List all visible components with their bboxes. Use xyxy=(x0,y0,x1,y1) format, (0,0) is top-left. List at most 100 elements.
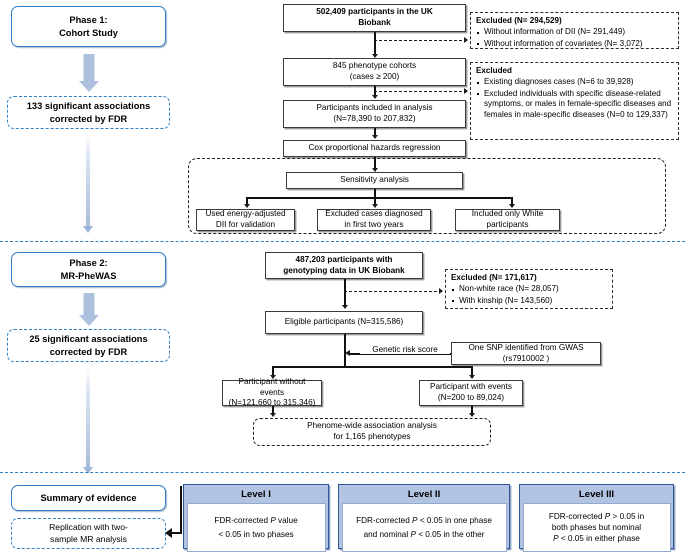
flow2-step2-box: Eligible participants (N=315,586) xyxy=(265,311,423,334)
level1-line1-italic: P xyxy=(270,516,276,526)
sens-branch-right xyxy=(511,197,513,207)
level3-line1-pre: FDR-corrected xyxy=(548,511,605,521)
level2-line1-pre: FDR-corrected xyxy=(356,516,413,526)
phase1-to-phase2-arrow xyxy=(69,134,107,234)
arrowhead-grs xyxy=(345,349,350,356)
phase2-block-arrow xyxy=(65,293,113,326)
sens3-line1: Included only White xyxy=(471,209,544,219)
connector-step4-sensitivity xyxy=(374,157,376,171)
level3-line1-italic: P xyxy=(604,511,611,521)
phase2-result-line2: corrected by FDR xyxy=(49,346,128,357)
excluded1-item: Without information of covariates (N= 3,… xyxy=(476,39,674,50)
flow1-step2-box: 845 phenotype cohorts (cases ≥ 200) xyxy=(283,58,466,86)
phase1-title-line1: Phase 1: xyxy=(69,14,108,25)
level3-line2: both phases but nominal xyxy=(551,522,642,532)
level3-body: FDR-corrected P > 0.05 in both phases bu… xyxy=(522,503,671,552)
summary-title-label: Summary of evidence xyxy=(40,492,137,503)
level2-line2-italic: P xyxy=(410,529,416,539)
participants-without-events-box: Participant without events (N=121,660 to… xyxy=(222,376,322,407)
level1-callout-horiz xyxy=(172,532,182,535)
connector-excluded1 xyxy=(374,40,467,41)
excluded1-header: Excluded (N= 294,529) xyxy=(476,16,562,25)
arrowhead-sens1 xyxy=(243,204,250,208)
excluded3-header: Excluded (N= 171,617) xyxy=(451,273,537,282)
arrowhead-without-events xyxy=(269,375,276,379)
without-events-line1: Participant without events xyxy=(238,376,306,397)
excluded3-box: Excluded (N= 171,617) Non-white race (N=… xyxy=(445,269,613,309)
arrowhead-replication xyxy=(165,528,172,538)
excluded2-box: Excluded Existing diagnoses cases (N=6 t… xyxy=(470,62,679,140)
level-card-2: Level II FDR-corrected P < 0.05 in one p… xyxy=(338,484,510,552)
level2-line1-post: < 0.05 in one phase xyxy=(417,516,492,526)
level2-body: FDR-corrected P < 0.05 in one phase and … xyxy=(341,503,507,552)
level1-callout-vert xyxy=(180,486,183,534)
sens1-line1: Used energy-adjusted xyxy=(205,209,286,219)
level-card-1: Level I FDR-corrected P value < 0.05 in … xyxy=(183,484,329,552)
level2-title: Level II xyxy=(407,489,441,500)
arrowhead-excluded3 xyxy=(439,287,443,294)
phase1-result-line1: 133 significant associations xyxy=(26,100,151,111)
phewas-box: Phenome-wide association analysis for 1,… xyxy=(253,418,491,446)
sens2-line2: in first two years xyxy=(344,220,404,229)
arrowhead-f2step2 xyxy=(341,305,348,309)
flow1-step2-line1: 845 phenotype cohorts xyxy=(332,61,417,71)
with-events-line2: (N=200 to 89,024) xyxy=(437,393,505,402)
flow2-step1-box: 487,203 participants with genotyping dat… xyxy=(265,252,423,279)
flow1-step2-line2: (cases ≥ 200) xyxy=(349,72,400,81)
phase2-title-box: Phase 2: MR-PheWAS xyxy=(11,252,166,287)
connector-f2step2-split xyxy=(344,334,346,367)
phase2-title-line2: MR-PheWAS xyxy=(60,270,117,281)
phase-separator-2 xyxy=(0,472,685,473)
snp-box: One SNP identified from GWAS (rs7910002 … xyxy=(451,342,601,365)
replication-line1: Replication with two- xyxy=(49,521,128,532)
sensitivity-box: Sensitivity analysis xyxy=(286,172,463,189)
sensitivity-label: Sensitivity analysis xyxy=(340,175,409,185)
sensitivity-option-1: Used energy-adjusted DII for validation xyxy=(196,209,295,231)
phewas-line2: for 1,165 phenotypes xyxy=(333,432,411,441)
phase-separator-1 xyxy=(0,241,685,242)
level1-line1-post: value xyxy=(275,516,298,526)
arrowhead-sens2 xyxy=(371,204,378,208)
sens-branch-stem xyxy=(374,189,376,198)
excluded3-item: With kinship (N= 143,560) xyxy=(451,296,608,307)
level3-line1-post: > 0.05 in xyxy=(610,511,645,521)
phase1-title-box: Phase 1: Cohort Study xyxy=(11,6,166,47)
level3-title: Level III xyxy=(578,489,615,500)
grs-label: Genetic risk score xyxy=(360,345,450,354)
arrowhead-phewas-right xyxy=(468,413,475,417)
arrowhead-step3 xyxy=(371,95,378,99)
phase1-block-arrow xyxy=(65,54,113,92)
flow1-step4-box: Cox proportional hazards regression xyxy=(283,140,466,157)
level-card-3: Level III FDR-corrected P > 0.05 in both… xyxy=(519,484,674,552)
phewas-line1: Phenome-wide association analysis xyxy=(307,421,437,431)
sens-branch-bar xyxy=(246,197,512,199)
arrowhead-with-events xyxy=(468,375,475,379)
level1-title: Level I xyxy=(241,489,271,500)
level3-line3-post: < 0.05 in either phase xyxy=(558,534,640,544)
phase1-result-box: 133 significant associations corrected b… xyxy=(7,96,170,129)
excluded2-item: Excluded individuals with specific disea… xyxy=(476,89,674,121)
snp-line1: One SNP identified from GWAS xyxy=(468,342,584,352)
flow2-step2-label: Eligible participants (N=315,586) xyxy=(284,317,404,327)
with-events-line1: Participant with events xyxy=(430,382,512,392)
connector-excluded3 xyxy=(344,291,442,292)
flow1-step1-line2: Biobank xyxy=(358,18,391,27)
phase2-result-line1: 25 significant associations xyxy=(29,333,148,344)
f2-split-left xyxy=(272,366,274,378)
arrowhead-step2 xyxy=(371,54,378,58)
sensitivity-option-2: Excluded cases diagnosed in first two ye… xyxy=(317,209,431,231)
connector-step3-step4 xyxy=(374,128,376,137)
sens-branch-left xyxy=(246,197,248,207)
arrowhead-sens3 xyxy=(508,204,515,208)
level1-body: FDR-corrected P value < 0.05 in two phas… xyxy=(186,503,326,552)
sens3-line2: participants xyxy=(486,220,529,229)
arrowhead-excluded1 xyxy=(464,36,468,43)
flow2-step1-line2: genotyping data in UK Biobank xyxy=(283,265,405,275)
flow1-step1-box: 502,409 participants in the UK Biobank xyxy=(283,4,466,32)
arrowhead-excluded2 xyxy=(464,87,468,94)
flow2-step1-line1: 487,203 participants with xyxy=(295,254,393,264)
excluded1-box: Excluded (N= 294,529) Without informatio… xyxy=(470,12,679,49)
connector-f2step1-f2step2 xyxy=(344,279,346,307)
phase2-to-summary-arrow xyxy=(69,367,107,475)
flow1-step1-line1: 502,409 participants in the UK xyxy=(316,7,433,17)
